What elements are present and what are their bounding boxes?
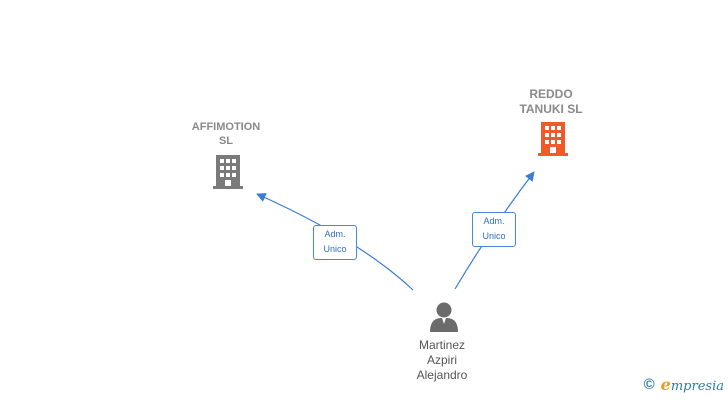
- person-icon[interactable]: [430, 302, 458, 333]
- brand-logo[interactable]: empresia: [660, 375, 724, 394]
- role-badge-affimotion: Adm. Unico: [313, 225, 357, 260]
- company-label-reddo[interactable]: REDDO TANUKI SL: [519, 87, 583, 116]
- company-label-affimotion[interactable]: AFFIMOTION SL: [191, 121, 261, 147]
- copyright-icon: ©: [643, 376, 655, 393]
- building-icon[interactable]: [538, 122, 568, 156]
- person-label[interactable]: Martinez Azpiri Alejandro: [416, 338, 468, 382]
- copyright-notice: © empresia: [644, 375, 724, 394]
- building-icon[interactable]: [213, 155, 243, 189]
- role-badge-reddo: Adm. Unico: [472, 212, 516, 247]
